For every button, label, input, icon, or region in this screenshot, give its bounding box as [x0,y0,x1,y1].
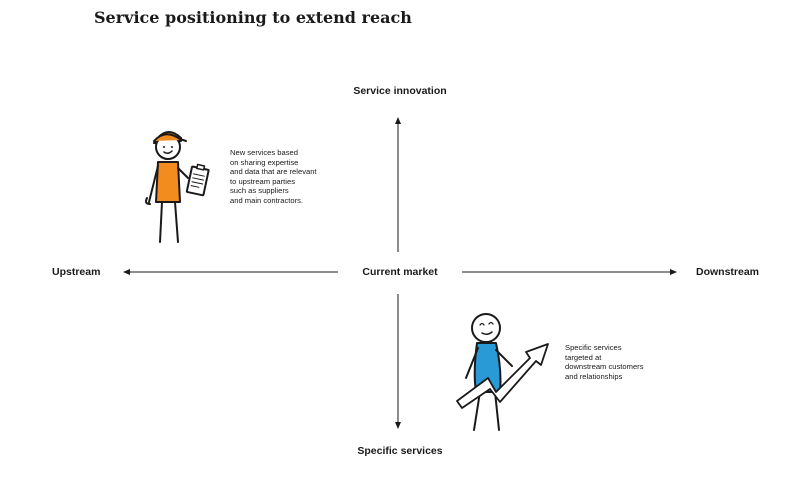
upstream-note-line: on sharing expertise [230,157,299,167]
downstream-note-line: Specific services [565,343,622,352]
downstream-note-line: and relationships [565,371,623,381]
upstream-note-line: New services based [230,148,298,157]
upstream-note-line: and main contractors. [230,195,304,205]
downstream-note-line: targeted at [565,352,602,362]
axis-label-downstream: Downstream [696,266,760,278]
upstream-note-line: such as suppliers [230,186,289,196]
axis-label-specific-services: Specific services [357,445,443,457]
diagram-title: Service positioning to extend reach [94,8,412,27]
stick-figure-with-clipboard-icon [145,131,210,243]
upstream-note-line: and data that are relevant [230,167,317,177]
upstream-note-line: to upstream parties [230,176,295,186]
downstream-note: Specific services targeted at downstream… [565,343,685,381]
upstream-note: New services based on sharing expertise … [230,148,350,206]
axis-label-service-innovation: Service innovation [353,85,447,97]
axis-label-current-market: Current market [362,266,438,278]
axis-label-upstream: Upstream [52,266,101,278]
stick-figure-with-growth-arrow-icon [456,313,549,431]
downstream-note-line: downstream customers [565,362,644,372]
